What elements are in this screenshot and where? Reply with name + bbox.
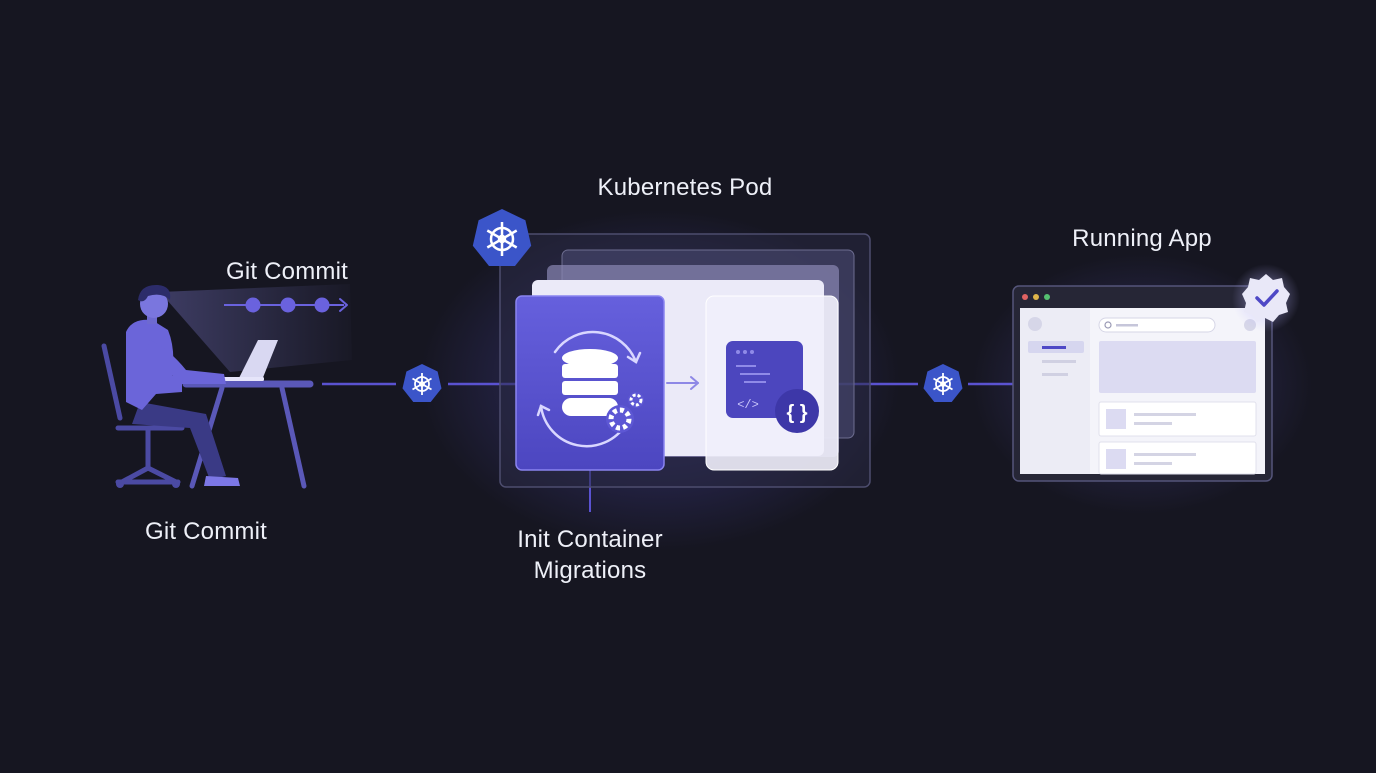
- code-braces-text: { }: [786, 402, 807, 424]
- commit-dot: [245, 297, 261, 313]
- running-app-label: Running App: [1072, 225, 1212, 252]
- init-container-label-line2: Migrations: [533, 557, 647, 584]
- chair-wheel: [116, 480, 124, 488]
- developer-illustration: [101, 284, 352, 489]
- chair-wheel: [172, 480, 180, 488]
- running-app: [972, 254, 1312, 514]
- git-commit-label-bottom: Git Commit: [145, 518, 267, 545]
- arrow-right-icon: [339, 298, 348, 312]
- database-icon: [562, 349, 618, 416]
- arrow-right-icon: [666, 376, 699, 390]
- git-commit-label-top: Git Commit: [226, 258, 348, 285]
- k8s-node-right: [923, 364, 963, 402]
- office-chair: [101, 343, 185, 485]
- browser-window-icon: [1012, 285, 1273, 482]
- commit-dots: [224, 297, 348, 313]
- kubernetes-pod: </> { }: [420, 209, 900, 550]
- gear-icon: [606, 392, 644, 433]
- developer-person: [126, 284, 240, 486]
- pod-k8s-badge: [472, 209, 532, 266]
- init-container-label: Init Container Migrations: [470, 524, 710, 586]
- sync-arrows-icon: [536, 330, 642, 448]
- commit-dot: [280, 297, 296, 313]
- code-braces-badge: { }: [775, 389, 819, 433]
- kubernetes-wheel-icon: [933, 373, 953, 395]
- init-container-label-line1: Init Container: [517, 526, 663, 553]
- commit-dot: [314, 297, 330, 313]
- code-tag-text: </>: [737, 398, 759, 412]
- kubernetes-pod-label: Kubernetes Pod: [597, 174, 773, 201]
- verified-check-badge-icon: [1232, 264, 1300, 332]
- kubernetes-wheel-icon: [486, 222, 518, 256]
